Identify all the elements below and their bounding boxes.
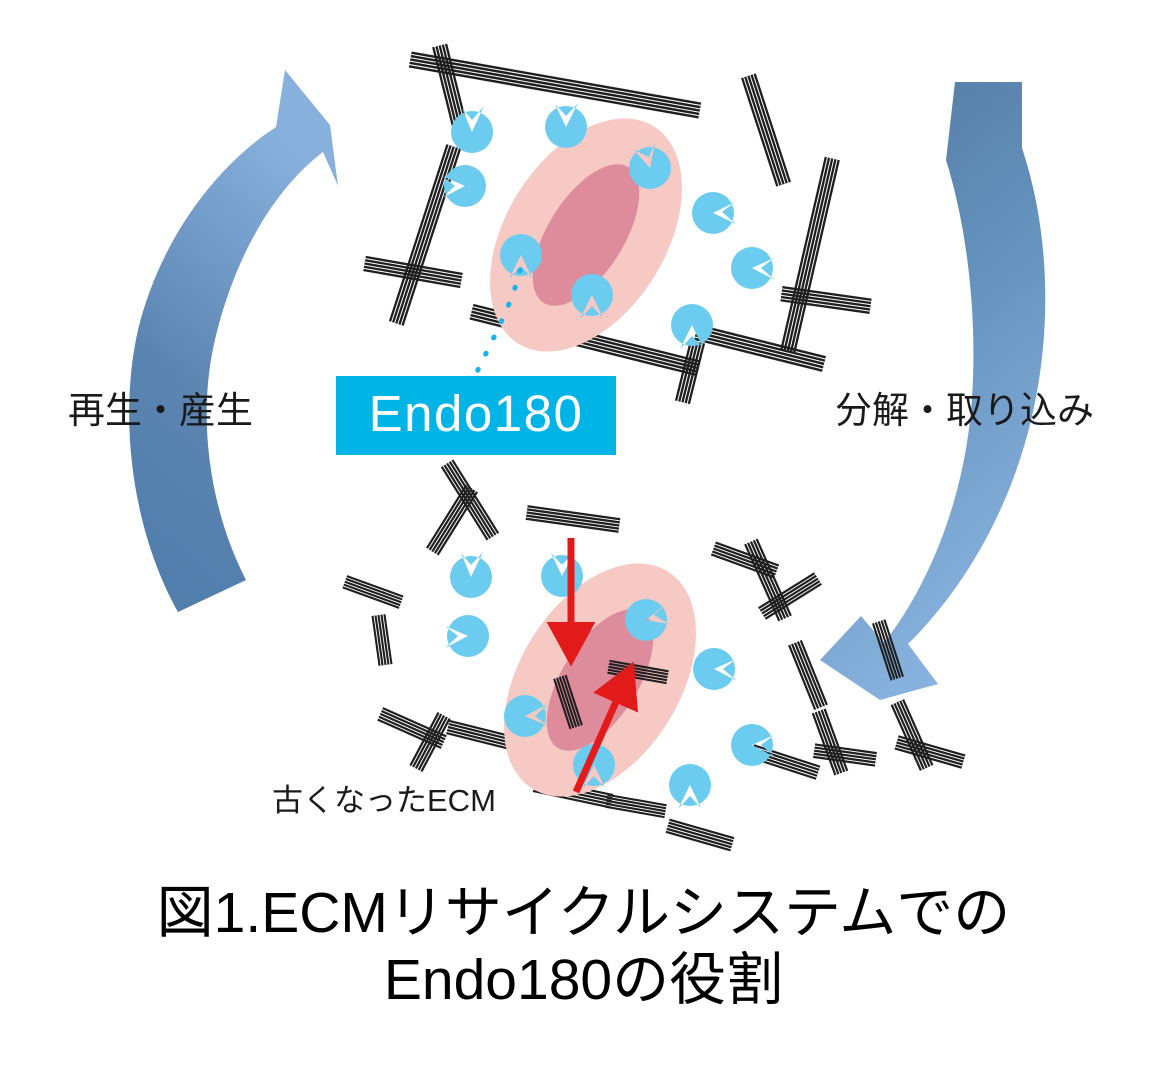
endo180-receptor	[629, 142, 671, 189]
endo180-receptor	[451, 106, 493, 153]
cell-nucleus	[532, 164, 640, 306]
degradation-arrow	[820, 82, 1046, 700]
intact-ecm-panel	[362, 42, 873, 405]
figure-caption-line2: Endo180の役割	[383, 948, 784, 1013]
endo180-receptor	[442, 165, 486, 207]
endo180-receptor-linked	[500, 234, 542, 279]
cycle-label-regeneration: 再生・産生	[68, 390, 253, 431]
endo180-connector-line	[473, 267, 523, 377]
endo180-receptor	[541, 552, 583, 597]
endo180-receptor	[692, 192, 736, 234]
cycle-arrows	[129, 70, 1046, 700]
endo180-receptor	[625, 599, 669, 641]
degraded-ecm-panel	[341, 459, 967, 852]
uptake-arrow-up	[572, 661, 639, 794]
uptake-arrows	[546, 538, 639, 794]
endo180-receptor	[731, 724, 775, 766]
endo180-badge-text: Endo180	[368, 385, 584, 442]
regeneration-arrow	[129, 70, 338, 612]
endo180-receptors-bottom	[445, 552, 775, 809]
figure-caption-line1: 図1.ECMリサイクルシステムでの	[156, 881, 1011, 945]
endo180-receptors-top	[442, 103, 775, 349]
endo180-receptor	[731, 247, 775, 289]
endo180-receptor	[545, 103, 587, 148]
endo180-receptor	[445, 615, 489, 657]
old-ecm-label: 古くなったECM	[272, 783, 496, 818]
endo180-badge: Endo180	[336, 376, 616, 455]
endo180-receptor	[693, 648, 737, 690]
endo180-receptor	[669, 764, 711, 809]
endo180-receptor	[504, 695, 548, 737]
endo180-receptor	[571, 274, 613, 319]
cycle-label-degradation: 分解・取り込み	[835, 390, 1094, 431]
endo180-receptor	[671, 304, 713, 349]
endo180-receptor	[450, 552, 492, 598]
figure-caption: 図1.ECMリサイクルシステムでの Endo180の役割	[0, 880, 1167, 1015]
